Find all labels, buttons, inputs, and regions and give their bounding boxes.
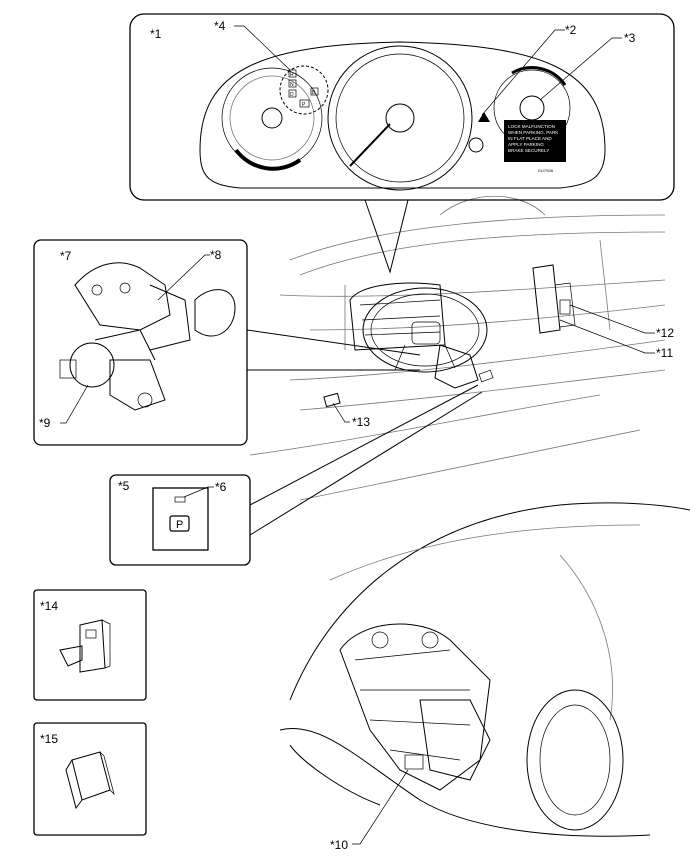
steering-column-area — [434, 344, 479, 389]
meter-panel — [129, 13, 675, 274]
callout-12: *12 — [656, 326, 675, 340]
callout-13: *13 — [352, 415, 371, 429]
car-engine-illustration — [279, 502, 690, 845]
callout-15: *15 — [40, 732, 59, 746]
ecu-right-upper — [532, 264, 561, 334]
callout-3: *3 — [624, 31, 636, 45]
shift-indicator-r: R — [290, 72, 294, 78]
callout-9: *9 — [39, 416, 51, 430]
callout-2: *2 — [565, 23, 577, 37]
callout-7: *7 — [60, 249, 72, 263]
warning-line-1: LOCK MALFUNCTION — [508, 124, 555, 129]
p-switch-label: P — [176, 519, 183, 531]
panel-15 — [33, 722, 147, 836]
callout-5: *5 — [118, 479, 130, 493]
warning-line-5: BRAKE SECURELY — [508, 148, 549, 153]
callout-8: *8 — [210, 248, 222, 262]
shift-indicator-d: D — [290, 92, 294, 98]
panel-14 — [33, 589, 147, 701]
callout-10: *10 — [330, 838, 349, 852]
callout-14: *14 — [40, 599, 59, 613]
p-switch-panel — [109, 384, 483, 566]
steering-lock-panel — [33, 239, 421, 446]
callout-1: *1 — [150, 27, 162, 41]
warning-line-4: APPLY PARKING — [508, 142, 544, 147]
meter-small-code: DU7S06 — [538, 168, 554, 173]
warning-line-2: WHEN PARKING, PARK — [508, 130, 559, 135]
steering-wheel-outline — [362, 287, 488, 373]
callout-11: *11 — [656, 346, 674, 360]
shift-indicator-p: P — [302, 102, 306, 108]
combination-meter-housing — [349, 282, 446, 351]
callout-6: *6 — [215, 480, 227, 494]
warning-line-3: IN FLAT PLACE AND — [508, 136, 552, 141]
shift-indicator-n: N — [290, 82, 294, 88]
shift-indicator-b: B — [312, 90, 316, 96]
lock-malfunction-message-box — [504, 120, 566, 162]
shift-indicator-dashed-circle — [279, 65, 329, 115]
dashboard-illustration — [249, 195, 666, 501]
callout-4: *4 — [214, 19, 226, 33]
